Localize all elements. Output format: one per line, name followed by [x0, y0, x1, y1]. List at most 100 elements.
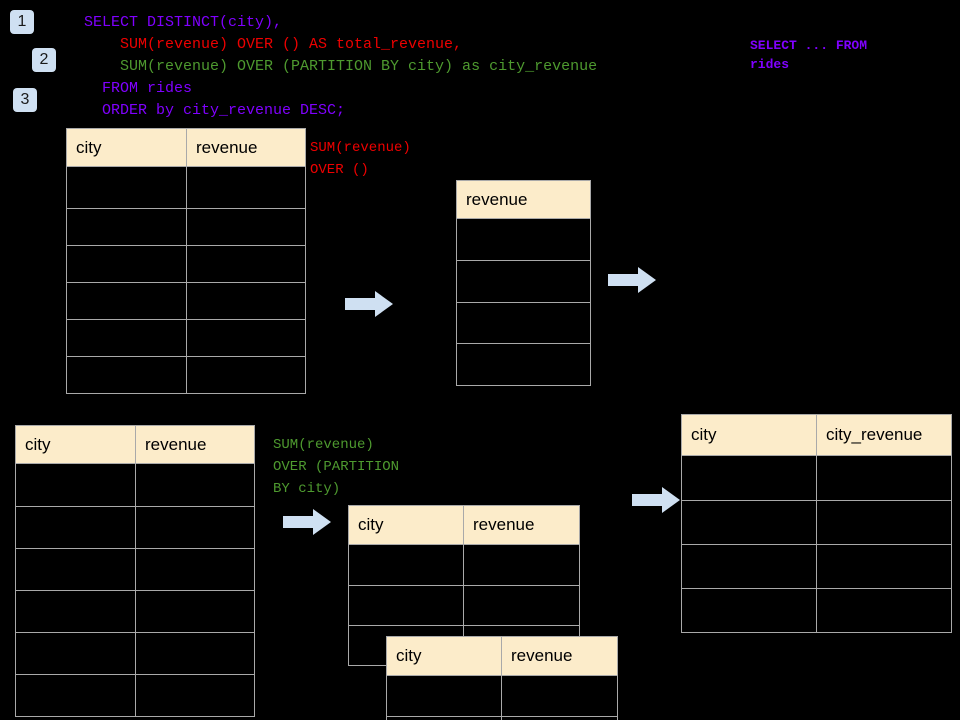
- cell-city: [15, 463, 136, 507]
- cell-city: [386, 675, 502, 717]
- cell-city: [15, 632, 136, 675]
- table-row: [348, 585, 580, 626]
- cell-city-revenue: [816, 544, 952, 589]
- cell-city: [15, 548, 136, 591]
- table-header-row: city revenue: [348, 505, 580, 545]
- cell-revenue: [186, 356, 306, 394]
- column-header-city: city: [348, 505, 464, 545]
- table-header-row: city revenue: [66, 128, 306, 167]
- column-header-revenue: revenue: [186, 128, 306, 167]
- column-header-revenue: revenue: [463, 505, 580, 545]
- cell-revenue: [135, 548, 255, 591]
- query-line-select: SELECT DISTINCT(city),: [84, 14, 283, 31]
- cell-city-revenue: [816, 455, 952, 501]
- cell-city: [681, 500, 817, 545]
- cell-city: [348, 544, 464, 586]
- cell-city: [66, 282, 187, 320]
- table-row: [15, 463, 255, 507]
- partition-source-table: city revenue: [15, 425, 255, 717]
- table-row: [15, 632, 255, 675]
- cell-city: [348, 585, 464, 626]
- table-row: [681, 455, 952, 501]
- cell-city: [15, 674, 136, 717]
- column-header-revenue: revenue: [456, 180, 591, 219]
- cell-city: [15, 590, 136, 633]
- table-row: [66, 166, 306, 209]
- table-row: [15, 590, 255, 633]
- cell-city: [66, 208, 187, 246]
- table-row: [386, 675, 618, 717]
- table-header-row: city revenue: [15, 425, 255, 464]
- cell-revenue: [135, 674, 255, 717]
- table-row: [66, 356, 306, 394]
- column-header-revenue: revenue: [135, 425, 255, 464]
- table-row: [66, 282, 306, 320]
- table-header-row: city revenue: [386, 636, 618, 676]
- arrow-source-to-total: [345, 291, 393, 317]
- arrow-total-to-result: [608, 267, 656, 293]
- cell-city-revenue: [816, 588, 952, 633]
- table-row: [348, 544, 580, 586]
- table-row: [456, 260, 591, 303]
- step-badge-3: 3: [13, 88, 37, 112]
- table-row: [681, 544, 952, 589]
- step-badge-2: 2: [32, 48, 56, 72]
- table-row: [681, 500, 952, 545]
- table-row: [456, 302, 591, 344]
- cell-revenue: [501, 716, 618, 720]
- column-header-city: city: [386, 636, 502, 676]
- query-line-from: FROM rides: [84, 80, 193, 97]
- cell-revenue: [463, 544, 580, 586]
- column-header-city-revenue: city_revenue: [816, 414, 952, 456]
- cell-city: [681, 544, 817, 589]
- cell-city: [15, 506, 136, 549]
- cell-revenue: [135, 506, 255, 549]
- cell-revenue: [456, 343, 591, 386]
- cell-revenue: [463, 585, 580, 626]
- column-header-city: city: [66, 128, 187, 167]
- cell-revenue: [456, 302, 591, 344]
- cell-revenue: [186, 282, 306, 320]
- cell-revenue: [135, 632, 255, 675]
- table-row: [386, 716, 618, 720]
- table-row: [15, 548, 255, 591]
- cell-revenue: [186, 319, 306, 357]
- column-header-city: city: [681, 414, 817, 456]
- column-header-city: city: [15, 425, 136, 464]
- table-row: [456, 218, 591, 261]
- cell-revenue: [456, 218, 591, 261]
- arrow-partition-to-result: [632, 487, 680, 513]
- step-badge-1: 1: [10, 10, 34, 34]
- cell-revenue: [135, 463, 255, 507]
- table-row: [66, 245, 306, 283]
- cell-city: [681, 455, 817, 501]
- query-line-total-revenue: SUM(revenue) OVER () AS total_revenue,: [84, 36, 463, 53]
- result-city-revenue-table: city city_revenue: [681, 414, 952, 633]
- table-row: [681, 588, 952, 633]
- total-revenue-table: revenue: [456, 180, 591, 386]
- partition-group-b-table: city revenue: [386, 636, 618, 720]
- cell-city: [681, 588, 817, 633]
- cell-city-revenue: [816, 500, 952, 545]
- cell-city: [66, 245, 187, 283]
- query-line-order-by: ORDER by city_revenue DESC;: [84, 102, 346, 119]
- rides-source-table: city revenue: [66, 128, 306, 394]
- column-header-revenue: revenue: [501, 636, 618, 676]
- table-row: [66, 319, 306, 357]
- cell-revenue: [501, 675, 618, 717]
- total-revenue-annotation: SUM(revenue) OVER (): [310, 140, 411, 178]
- cell-city: [66, 319, 187, 357]
- arrow-source-to-partition: [283, 509, 331, 535]
- cell-city: [66, 166, 187, 209]
- cell-revenue: [186, 208, 306, 246]
- cell-city: [66, 356, 187, 394]
- table-header-row: city city_revenue: [681, 414, 952, 456]
- table-row: [66, 208, 306, 246]
- city-revenue-annotation: SUM(revenue) OVER (PARTITION BY city): [273, 437, 400, 497]
- table-row: [15, 674, 255, 717]
- table-row: [456, 343, 591, 386]
- query-line-city-revenue: SUM(revenue) OVER (PARTITION BY city) as…: [84, 58, 598, 75]
- cell-revenue: [456, 260, 591, 303]
- source-query-label: SELECT ... FROM rides: [750, 38, 868, 72]
- cell-revenue: [186, 245, 306, 283]
